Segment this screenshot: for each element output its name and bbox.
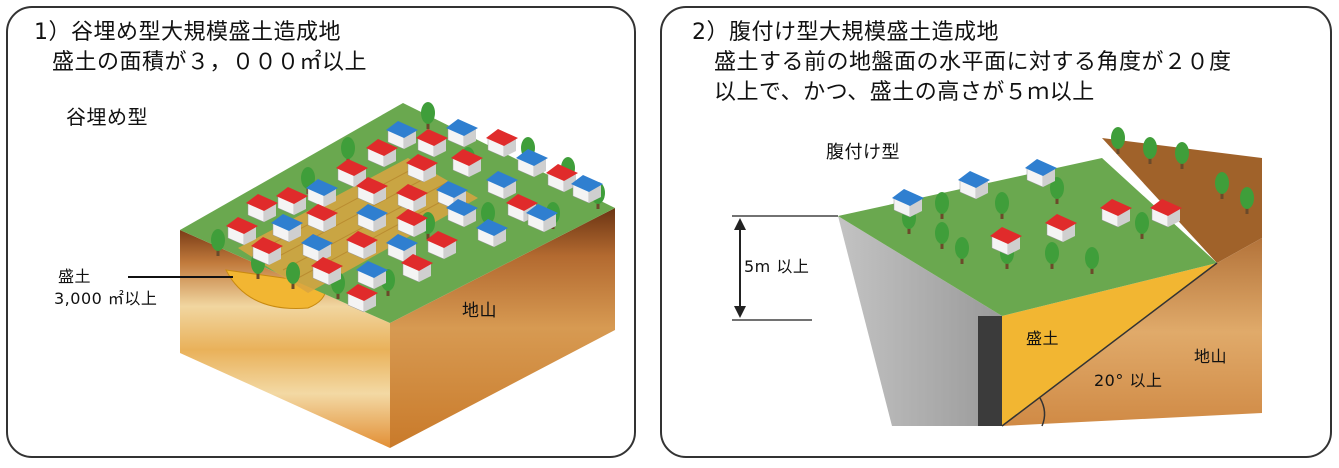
house-icon bbox=[426, 231, 458, 260]
tree-icon bbox=[1135, 212, 1149, 239]
wall-edge bbox=[978, 316, 1002, 426]
house-icon bbox=[516, 149, 548, 178]
house-icon bbox=[246, 194, 278, 223]
panel2-height-label: 5m 以上 bbox=[744, 257, 810, 276]
house-icon bbox=[990, 227, 1022, 256]
panel2-fill-label: 盛土 bbox=[1026, 329, 1060, 348]
house-icon bbox=[1150, 199, 1182, 228]
tree-icon bbox=[286, 262, 300, 289]
panel1-title: 1）谷埋め型大規模盛土造成地 bbox=[34, 20, 341, 45]
angle-arc bbox=[1039, 397, 1046, 427]
panel1-fill-area-label: 3,000 ㎡以上 bbox=[54, 289, 158, 308]
side-fill-panel: 2）腹付け型大規模盛土造成地 盛土する前の地盤面の水平面に対する角度が２０度 以… bbox=[660, 6, 1332, 458]
tree-icon bbox=[421, 102, 435, 129]
house-icon bbox=[1045, 214, 1077, 243]
panel1-type-label: 谷埋め型 bbox=[66, 105, 148, 129]
house-icon bbox=[1025, 159, 1057, 188]
house-icon bbox=[346, 284, 378, 313]
panel2-condition-line1: 盛土する前の地盤面の水平面に対する角度が２０度 bbox=[714, 50, 1232, 75]
panel2-type-label: 腹付け型 bbox=[826, 142, 900, 163]
tree-icon bbox=[1215, 172, 1229, 199]
arrow-down-icon bbox=[734, 306, 746, 318]
house-icon bbox=[486, 129, 518, 158]
house-icon bbox=[276, 187, 308, 216]
panel2-condition-line2: 以上で、かつ、盛土の高さが５ｍ以上 bbox=[714, 80, 1095, 105]
house-icon bbox=[451, 149, 483, 178]
hill-top bbox=[1102, 138, 1262, 263]
tree-icon bbox=[1143, 137, 1157, 164]
tree-icon bbox=[935, 192, 949, 219]
tree-icon bbox=[1175, 142, 1189, 169]
panel2-title: 2）腹付け型大規模盛土造成地 bbox=[692, 20, 999, 45]
tree-icon bbox=[1111, 127, 1125, 154]
fill-top-surface bbox=[838, 158, 1217, 316]
houses-and-trees bbox=[892, 127, 1254, 274]
tree-icon bbox=[935, 222, 949, 249]
side-soil-face bbox=[390, 208, 615, 448]
house-icon bbox=[958, 171, 990, 200]
tree-icon bbox=[1240, 187, 1254, 214]
house-icon bbox=[396, 184, 428, 213]
house-icon bbox=[446, 119, 478, 148]
house-icon bbox=[446, 199, 478, 228]
tree-icon bbox=[1085, 247, 1099, 274]
house-icon bbox=[356, 177, 388, 206]
valley-fill-illustration bbox=[128, 102, 615, 448]
panel2-ground-label: 地山 bbox=[1194, 347, 1228, 366]
tree-icon bbox=[211, 229, 225, 256]
house-icon bbox=[301, 234, 333, 263]
house-icon bbox=[1100, 199, 1132, 228]
arrow-up-icon bbox=[734, 218, 746, 230]
tree-icon bbox=[955, 237, 969, 264]
house-icon bbox=[311, 257, 343, 286]
panel1-ground-label: 地山 bbox=[462, 301, 497, 321]
house-icon bbox=[486, 171, 518, 200]
house-icon bbox=[401, 254, 433, 283]
house-icon bbox=[346, 231, 378, 260]
house-icon bbox=[476, 219, 508, 248]
house-icon bbox=[251, 237, 283, 266]
house-icon bbox=[416, 129, 448, 158]
house-icon bbox=[356, 204, 388, 233]
house-icon bbox=[386, 121, 418, 150]
house-icon bbox=[271, 214, 303, 243]
house-icon bbox=[306, 204, 338, 233]
retaining-wall bbox=[838, 216, 1002, 426]
houses-and-trees bbox=[211, 102, 605, 313]
slope-line bbox=[1001, 262, 1218, 427]
house-icon bbox=[356, 261, 388, 290]
tree-icon bbox=[1050, 177, 1064, 204]
house-icon bbox=[571, 175, 603, 204]
tree-icon bbox=[1045, 242, 1059, 269]
house-icon bbox=[366, 139, 398, 168]
panel1-fill-label: 盛土 bbox=[58, 267, 92, 286]
valley-fill-panel: 1）谷埋め型大規模盛土造成地 盛土の面積が３，０００㎡以上 谷埋め型 盛土 3,… bbox=[6, 6, 636, 458]
house-icon bbox=[396, 209, 428, 238]
house-icon bbox=[526, 204, 558, 233]
house-icon bbox=[406, 154, 438, 183]
panel1-condition: 盛土の面積が３，０００㎡以上 bbox=[52, 50, 368, 75]
side-fill-illustration bbox=[732, 127, 1262, 427]
house-icon bbox=[226, 217, 258, 246]
front-soil-face bbox=[180, 230, 390, 448]
tree-icon bbox=[995, 192, 1009, 219]
house-icon bbox=[892, 189, 924, 218]
natural-ground-face bbox=[1002, 238, 1262, 426]
panel2-angle-label: 20° 以上 bbox=[1094, 371, 1163, 390]
